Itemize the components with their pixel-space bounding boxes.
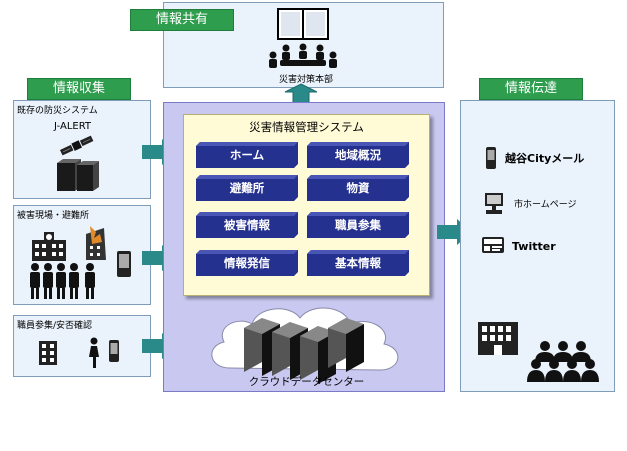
mobile-phone-icon — [486, 147, 496, 169]
nav-button-label: 職員参集 — [335, 218, 381, 232]
server-cabinet-icon — [57, 159, 99, 191]
label-share: 情報共有 — [130, 9, 234, 31]
mail-service-label: 越谷Cityメール — [505, 152, 585, 165]
school-building-icon — [32, 232, 66, 261]
left-box1-title: 既存の防災システム — [17, 106, 98, 116]
left-box2-title: 被害現場・避難所 — [17, 211, 90, 221]
left-box3-title: 職員参集/安否確認 — [17, 321, 93, 331]
cloud-label: クラウドデータセンター — [248, 376, 365, 388]
nav-button-label: ホーム — [229, 148, 265, 162]
hq-label: 災害対策本部 — [278, 75, 333, 85]
nav-button-staff-assembly[interactable]: 職員参集 — [307, 212, 409, 238]
person-icon — [85, 263, 95, 299]
nav-button-basic-info[interactable]: 基本情報 — [307, 250, 409, 276]
nav-button-label: 避難所 — [229, 181, 265, 195]
damaged-building-icon — [86, 226, 106, 260]
jalert-label: J-ALERT — [54, 121, 92, 132]
nav-button-label: 被害情報 — [224, 218, 270, 232]
left-box-staff — [13, 315, 151, 377]
nav-button-damage-info[interactable]: 被害情報 — [196, 212, 298, 238]
twitter-label: Twitter — [512, 240, 556, 253]
nav-button-shelter[interactable]: 避難所 — [196, 175, 298, 201]
building-icon — [478, 322, 518, 355]
nav-button-home[interactable]: ホーム — [196, 142, 298, 168]
label-transmit: 情報伝達 — [479, 78, 583, 100]
computer-icon — [485, 193, 503, 214]
crowd-icon — [30, 263, 79, 299]
nav-button-supplies[interactable]: 物資 — [307, 175, 409, 201]
twitter-chat-icon — [482, 237, 504, 253]
cloud-datacenter-icon — [211, 307, 399, 384]
nav-button-regional-overview[interactable]: 地域概況 — [307, 142, 409, 168]
nav-button-label: 地域概況 — [335, 148, 381, 162]
label-collect: 情報収集 — [27, 78, 131, 100]
mobile-phone-icon — [109, 340, 119, 362]
mobile-phone-icon — [117, 251, 131, 277]
nav-button-label: 情報発信 — [224, 256, 270, 270]
crowd-icon — [527, 341, 599, 382]
homepage-label: 市ホームページ — [514, 200, 577, 210]
meeting-room-icon — [269, 8, 337, 68]
office-building-icon — [39, 341, 57, 365]
system-title: 災害情報管理システム — [249, 120, 364, 134]
nav-button-label: 物資 — [346, 181, 370, 195]
nav-button-info-broadcast[interactable]: 情報発信 — [196, 250, 298, 276]
walking-person-icon — [89, 337, 99, 368]
nav-button-label: 基本情報 — [335, 256, 381, 270]
satellite-icon — [59, 135, 94, 156]
